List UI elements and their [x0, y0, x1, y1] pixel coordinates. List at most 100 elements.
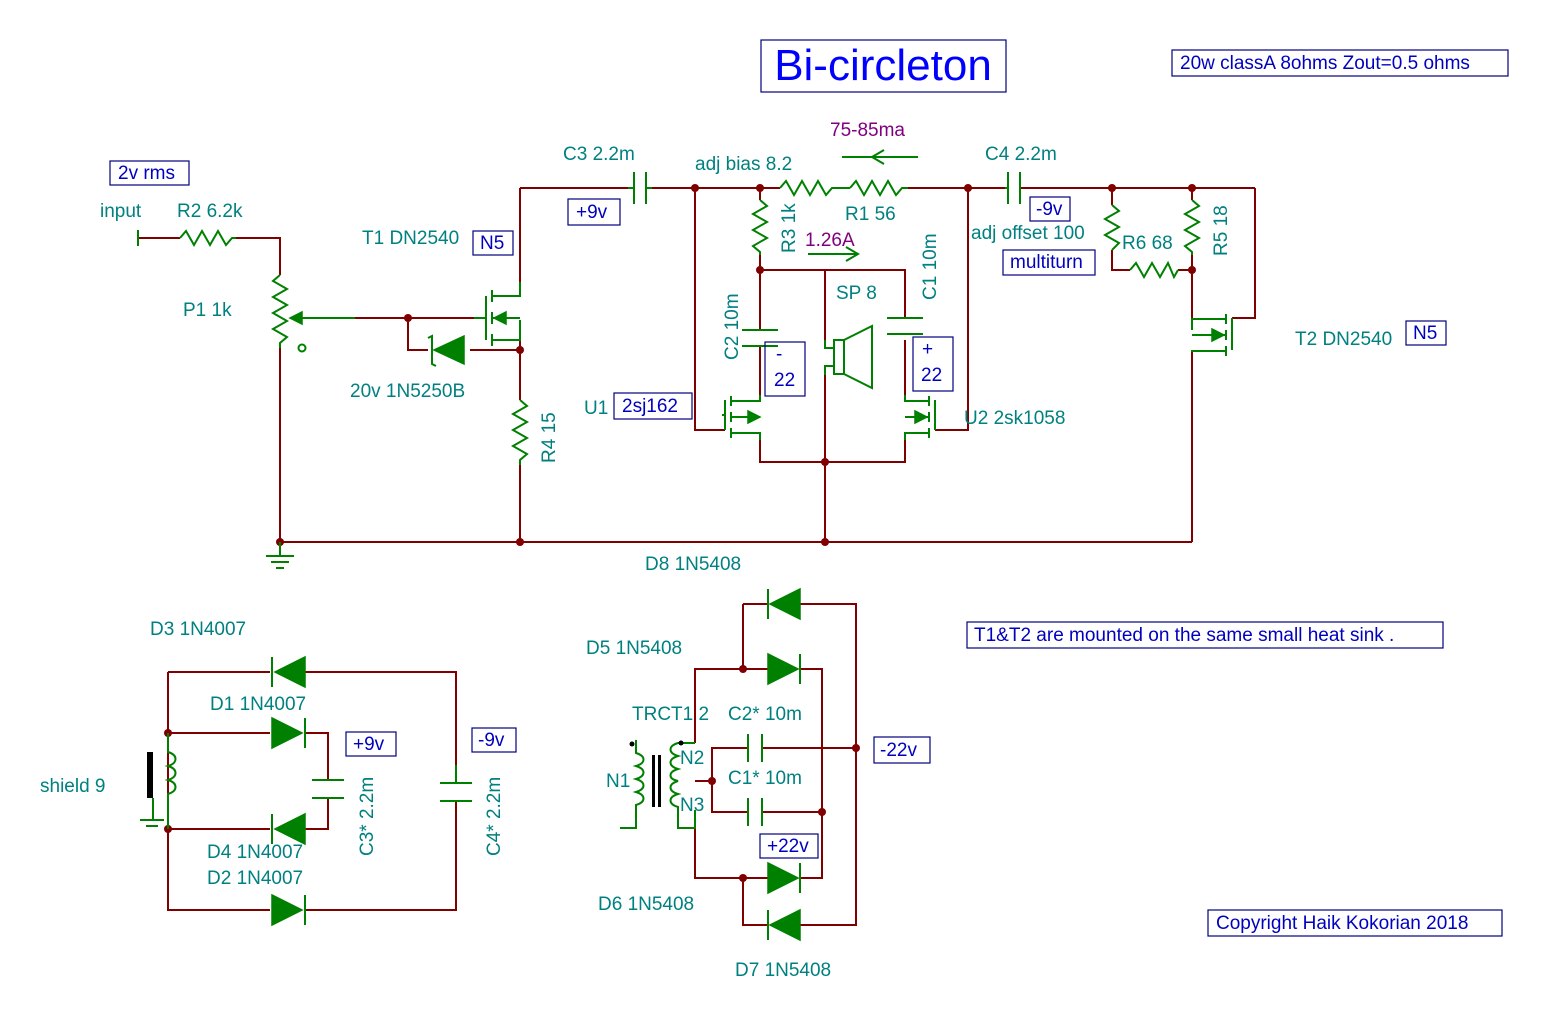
- c4s-label: C4* 2.2m: [484, 777, 505, 856]
- r5-label: R5 18: [1211, 205, 1232, 256]
- d7-diode: [767, 908, 801, 942]
- r2-resistor: [179, 228, 236, 248]
- d7-label: D7 1N5408: [735, 960, 831, 981]
- zener-label: 20v 1N5250B: [350, 381, 465, 402]
- r1-resistor: [849, 178, 908, 198]
- d1-label: D1 1N4007: [210, 694, 306, 715]
- shield-label: shield 9: [40, 776, 106, 797]
- adj-bias-label: adj bias 8.2: [695, 154, 792, 175]
- plus9-label: +9v: [576, 202, 608, 223]
- high-supply-wiring: [694, 603, 857, 926]
- supply-plus9-box: [345, 731, 397, 757]
- p1-potentiometer: [270, 274, 355, 353]
- r2-label: R2 6.2k: [177, 201, 243, 222]
- r6-resistor: [1129, 260, 1179, 280]
- t1-type: N5: [480, 233, 504, 254]
- n2-label: N2: [680, 748, 704, 769]
- diagram-title: Bi-circleton: [774, 41, 992, 90]
- multiturn-label: multiturn: [1010, 252, 1083, 273]
- p1-label: P1 1k: [183, 300, 232, 321]
- minus22v-label: -22v: [880, 740, 917, 761]
- speaker-label: SP 8: [836, 283, 877, 304]
- d6-diode: [767, 861, 801, 895]
- n3-label: N3: [680, 795, 704, 816]
- copyright-box: [1207, 909, 1503, 937]
- r3-label: R3 1k: [779, 203, 800, 253]
- multiturn-box: [1002, 249, 1096, 276]
- c2s-label: C2* 10m: [728, 704, 802, 725]
- u1-label: U1: [584, 398, 608, 419]
- minus22v-box: [873, 736, 931, 764]
- input-level: 2v rms: [118, 163, 175, 184]
- r4-label: R4 15: [539, 412, 560, 463]
- r6-label: R6 68: [1122, 233, 1173, 254]
- r3-resistor: [750, 199, 770, 255]
- c3-label: C3 2.2m: [563, 144, 635, 165]
- minus22-box: [764, 341, 806, 397]
- amplifier-junctions: [276, 184, 1196, 546]
- c1-label: C1 10m: [920, 233, 941, 300]
- zener-diode: [427, 334, 465, 367]
- d2-diode: [271, 893, 306, 927]
- speaker-current-arrow: [808, 246, 860, 262]
- speaker: [824, 324, 873, 390]
- u1-mosfet: [722, 395, 762, 440]
- n1-label: N1: [606, 771, 630, 792]
- d8-label: D8 1N5408: [645, 554, 741, 575]
- r5-resistor: [1182, 199, 1202, 255]
- u2-mosfet: [904, 395, 936, 440]
- u1-type: 2sj162: [622, 396, 678, 417]
- speaker-current-label: 1.26A: [805, 230, 855, 251]
- supply-minus9-box: [471, 727, 517, 753]
- d8-diode: [767, 587, 801, 621]
- t1-mosfet: [474, 282, 521, 346]
- c1-capacitor: [887, 317, 923, 335]
- minus22-sign: -: [776, 344, 782, 365]
- plus22-value: 22: [921, 365, 942, 386]
- t2-type: N5: [1413, 323, 1437, 344]
- plus22-box: [912, 336, 954, 392]
- idle-current-label: 75-85ma: [830, 120, 905, 141]
- copyright: Copyright Haik Kokorian 2018: [1216, 913, 1468, 934]
- supply-minus9-label: -9v: [478, 730, 505, 751]
- d5-label: D5 1N5408: [586, 638, 682, 659]
- plus22-sign: +: [922, 339, 933, 360]
- trct1-transformer: [620, 740, 696, 829]
- supply-plus9-label: +9v: [353, 734, 385, 755]
- heatsink-note-box: [966, 621, 1444, 649]
- r4-resistor: [510, 399, 530, 465]
- trct-label: TRCT1 2: [632, 704, 709, 725]
- t2-label: T2 DN2540: [1295, 329, 1392, 350]
- c4s-capacitor: [440, 765, 472, 802]
- d4-label: D4 1N4007: [207, 842, 303, 863]
- shield-transformer: [140, 733, 177, 829]
- idle-current-arrow: [842, 149, 918, 165]
- minus22-value: 22: [774, 370, 795, 391]
- c2-capacitor: [742, 329, 778, 347]
- input-level-box: [109, 160, 190, 186]
- c1s-capacitor: [747, 798, 763, 826]
- high-supply-junctions: [708, 665, 860, 882]
- r1-label: R1 56: [845, 204, 896, 225]
- u1-type-box: [613, 392, 693, 420]
- d5-diode: [767, 652, 801, 686]
- d1-diode: [271, 716, 306, 750]
- d3-label: D3 1N4007: [150, 619, 246, 640]
- t1-label: T1 DN2540: [362, 228, 459, 249]
- plus22v-box: [759, 833, 819, 859]
- adj-offset-label: adj offset 100: [971, 223, 1085, 244]
- d2-label: D2 1N4007: [207, 868, 303, 889]
- d6-label: D6 1N5408: [598, 894, 694, 915]
- t2-type-box: [1405, 320, 1447, 346]
- c3s-label: C3* 2.2m: [357, 777, 378, 856]
- u2-label: U2 2sk1058: [964, 408, 1065, 429]
- spec-note-box: [1171, 49, 1509, 77]
- c2-label: C2 10m: [722, 293, 743, 360]
- plus22v-label: +22v: [767, 836, 809, 857]
- plus9-box: [567, 198, 621, 226]
- c1s-label: C1* 10m: [728, 768, 802, 789]
- t1-type-box: [472, 230, 514, 256]
- title-box: [760, 39, 1007, 93]
- d3-diode: [271, 655, 306, 689]
